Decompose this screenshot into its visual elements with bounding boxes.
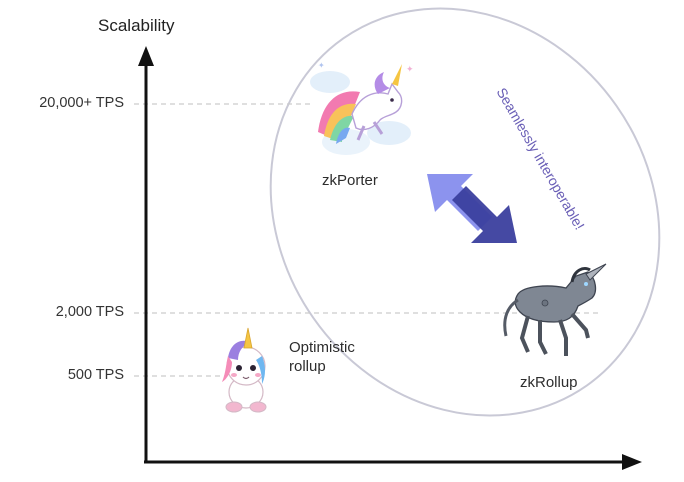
cute-unicorn-icon (222, 327, 267, 413)
robot-unicorn-icon (503, 263, 607, 356)
tick-label-2000-tps: 2,000 TPS (55, 304, 124, 320)
y-axis (138, 46, 154, 462)
tick-label-20000-tps: 20,000+ TPS (39, 95, 124, 111)
arrow-down-right (452, 186, 517, 243)
rainbow-unicorn-icon: ✦ ✦ (310, 61, 414, 155)
interoperability-ellipse (269, 7, 661, 417)
svg-text:✦: ✦ (318, 61, 325, 70)
zkporter-label: zkPorter (322, 172, 378, 189)
svg-text:✦: ✦ (406, 64, 414, 74)
zkrollup-label: zkRollup (520, 374, 578, 391)
y-axis-title: Scalability (98, 16, 175, 35)
optimistic-rollup-label: Optimistic rollup (289, 339, 355, 375)
tick-label-500-tps: 500 TPS (67, 367, 124, 383)
x-axis (144, 454, 642, 470)
